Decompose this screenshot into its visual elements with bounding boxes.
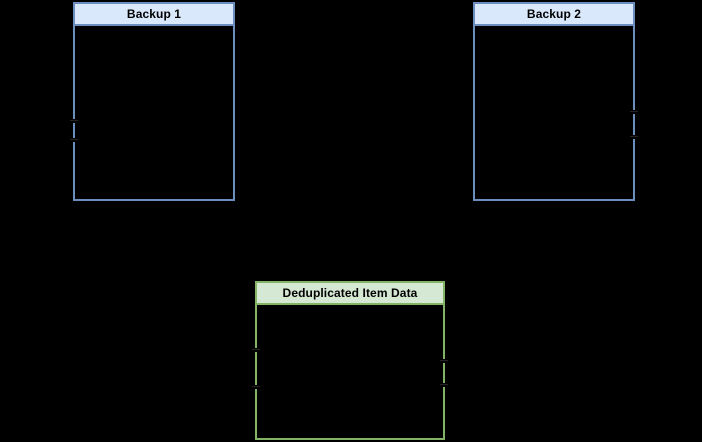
connector-gap-dedup-right	[440, 383, 448, 387]
connector-gap-dedup-left	[252, 348, 260, 352]
backup-1-box: Backup 1	[73, 2, 235, 201]
backup-2-title: Backup 2	[526, 7, 582, 21]
connector-gap-backup2-right	[630, 110, 638, 114]
connector-gap-backup1-left	[70, 119, 78, 123]
backup-2-header: Backup 2	[475, 4, 633, 26]
backup-2-box: Backup 2	[473, 2, 635, 201]
connector-gap-backup1-left	[70, 138, 78, 142]
backup-1-header: Backup 1	[75, 4, 233, 26]
connector-gap-backup2-right	[630, 135, 638, 139]
backup-1-title: Backup 1	[126, 7, 182, 21]
deduplicated-item-data-header: Deduplicated Item Data	[257, 283, 443, 305]
deduplicated-item-data-title: Deduplicated Item Data	[282, 286, 418, 300]
deduplicated-item-data-box: Deduplicated Item Data	[255, 281, 445, 440]
connector-gap-dedup-right	[440, 359, 448, 363]
connector-gap-dedup-left	[252, 385, 260, 389]
